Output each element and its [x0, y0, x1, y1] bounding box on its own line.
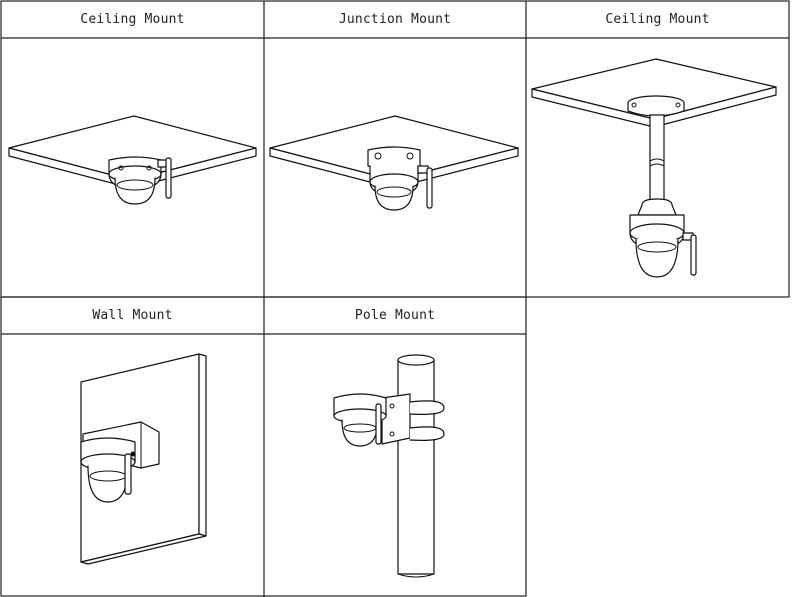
- pendant-mount-illustration: [531, 58, 777, 278]
- dome-camera-icon: [369, 165, 419, 211]
- antenna-icon: [682, 232, 697, 276]
- ceiling-adapter-icon: [627, 95, 685, 117]
- wall-mount-illustration: [80, 353, 207, 565]
- dome-camera-icon: [333, 393, 387, 447]
- dome-camera-icon: [108, 156, 162, 205]
- panel-title: Ceiling Mount: [80, 11, 185, 27]
- antenna-icon: [417, 165, 433, 209]
- dome-camera-icon: [629, 198, 685, 278]
- panel-title: Ceiling Mount: [605, 11, 710, 27]
- ceiling-mount-illustration: [8, 115, 257, 205]
- junction-mount-illustration: [269, 115, 519, 211]
- panel-ceiling-mount-pendant: Ceiling Mount: [526, 1, 789, 297]
- pole: [397, 354, 435, 578]
- panel-title: Junction Mount: [338, 11, 452, 27]
- panel-title: Pole Mount: [354, 307, 436, 323]
- antenna-icon: [157, 157, 172, 199]
- pole-mount-illustration: [333, 354, 445, 578]
- pole-bracket-icon: [381, 393, 445, 445]
- antenna-icon: [124, 453, 132, 495]
- panel-junction-mount: Junction Mount: [264, 1, 526, 297]
- pendant-pole-icon: [649, 114, 665, 206]
- panel-wall-mount: Wall Mount: [1, 297, 264, 596]
- panel-title: Wall Mount: [92, 307, 173, 323]
- dome-camera-icon: [80, 437, 136, 503]
- antenna-icon: [375, 403, 382, 445]
- panel-pole-mount: Pole Mount: [264, 297, 526, 596]
- panel-ceiling-mount: Ceiling Mount: [1, 1, 264, 297]
